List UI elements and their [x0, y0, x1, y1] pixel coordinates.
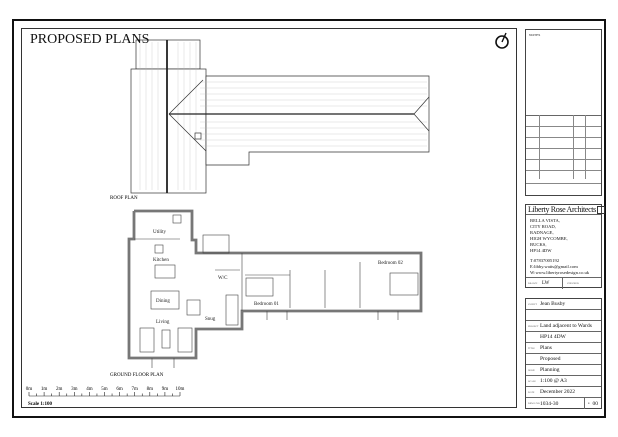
issue-value: Planning: [540, 367, 560, 373]
roof-plan-label: ROOF PLAN: [110, 196, 138, 201]
title-value-2: Proposed: [540, 356, 561, 362]
notes-label: NOTES: [529, 33, 541, 37]
scale-label-tb: SCALE: [528, 379, 536, 383]
issue-label: ISSUE: [528, 368, 535, 372]
room-dining: Dining: [156, 299, 170, 304]
address-line: CITY ROAD,: [530, 224, 556, 229]
project-label: PROJECT: [528, 324, 539, 328]
address-line: BUCKS,: [530, 242, 547, 247]
roof-plan: [130, 39, 430, 194]
practice-email: E:libby.watts@gmail.com: [530, 264, 578, 269]
rev-value: 00: [592, 400, 599, 407]
date-row: DATE December 2022: [526, 387, 601, 398]
client-value: Jean Busby: [540, 301, 566, 307]
title-row: TITLE Plans: [526, 343, 601, 354]
scale-tick-label: 3m: [71, 387, 78, 392]
ground-floor-plan-label: GROUND FLOOR PLAN: [110, 373, 164, 378]
scale-tick-label: 5m: [101, 387, 108, 392]
issue-row: ISSUE Planning: [526, 365, 601, 376]
project-value: Land adjacent to Wards: [540, 323, 592, 329]
drawn-value: LW: [542, 281, 550, 286]
scale-tick-label: 0m: [26, 387, 33, 392]
scale-value: 1:100 @ A3: [540, 378, 567, 384]
sheet-border: [12, 19, 606, 418]
title-value: Plans: [540, 345, 552, 351]
practice-web: W:www.libertyrosedesign.co.uk: [530, 270, 590, 275]
room-wc: W/C: [218, 276, 228, 281]
scale-label: Scale 1:100: [28, 402, 53, 407]
room-utility: Utility: [153, 230, 167, 235]
sheet-title: PROPOSED PLANS: [30, 32, 150, 47]
scale-bar: [28, 392, 181, 397]
scale-row: SCALE 1:100 @ A3: [526, 376, 601, 387]
ground-floor-plan: [127, 209, 423, 368]
drawing-frame: [21, 28, 517, 408]
scale-tick-label: 6m: [116, 387, 123, 392]
scale-tick-label: 7m: [132, 387, 139, 392]
practice-address: BELLA VISTA, CITY ROAD, RADNAGE, HIGH WY…: [526, 218, 601, 276]
address-line: RADNAGE,: [530, 230, 554, 235]
scale-tick-label: 10m: [176, 387, 185, 392]
rev-label: R: [587, 402, 590, 405]
project-postcode: HP14 4DW: [540, 334, 566, 340]
scale-tick-label: 4m: [86, 387, 93, 392]
scale-tick-label: 9m: [162, 387, 169, 392]
address-line: HP14 4DW: [530, 248, 552, 253]
blank-row: [526, 310, 601, 321]
notes-block: NOTES: [525, 29, 602, 196]
title-row-2: Proposed: [526, 354, 601, 365]
room-bedroom-01: Bedroom 01: [254, 302, 279, 307]
date-value: December 2022: [540, 389, 575, 395]
room-living: Living: [156, 320, 170, 325]
drawing-no-value: 1034-30: [540, 400, 559, 407]
room-kitchen: Kitchen: [153, 258, 169, 263]
revision-table: [526, 115, 601, 196]
client-label: CLIENT: [528, 302, 537, 306]
logo-mark-icon: [596, 205, 605, 214]
checked-label: CHECKED: [562, 278, 579, 289]
scale-tick-label: 8m: [147, 387, 154, 392]
practice-name: Liberty Rose Architects: [528, 205, 596, 214]
practice-logo: Liberty Rose Architects: [526, 205, 605, 215]
practice-block: Liberty Rose Architects BELLA VISTA, CIT…: [525, 204, 605, 289]
room-bedroom-02: Bedroom 02: [378, 261, 403, 266]
scale-tick-label: 1m: [41, 387, 48, 392]
title-label: TITLE: [528, 346, 535, 350]
room-snug: Snug: [205, 317, 216, 322]
drawn-label: DRAWN: [528, 282, 538, 285]
address-line: HIGH WYCOMBE,: [530, 236, 568, 241]
project-row-2: HP14 4DW: [526, 332, 601, 343]
scale-tick-label: 2m: [56, 387, 63, 392]
drawing-no-label: DRWG NO: [528, 402, 540, 405]
practice-phone: T:07837005192: [530, 258, 560, 263]
address-line: BELLA VISTA,: [530, 218, 560, 223]
date-label: DATE: [528, 390, 535, 394]
north-arrow-icon: [495, 32, 509, 49]
